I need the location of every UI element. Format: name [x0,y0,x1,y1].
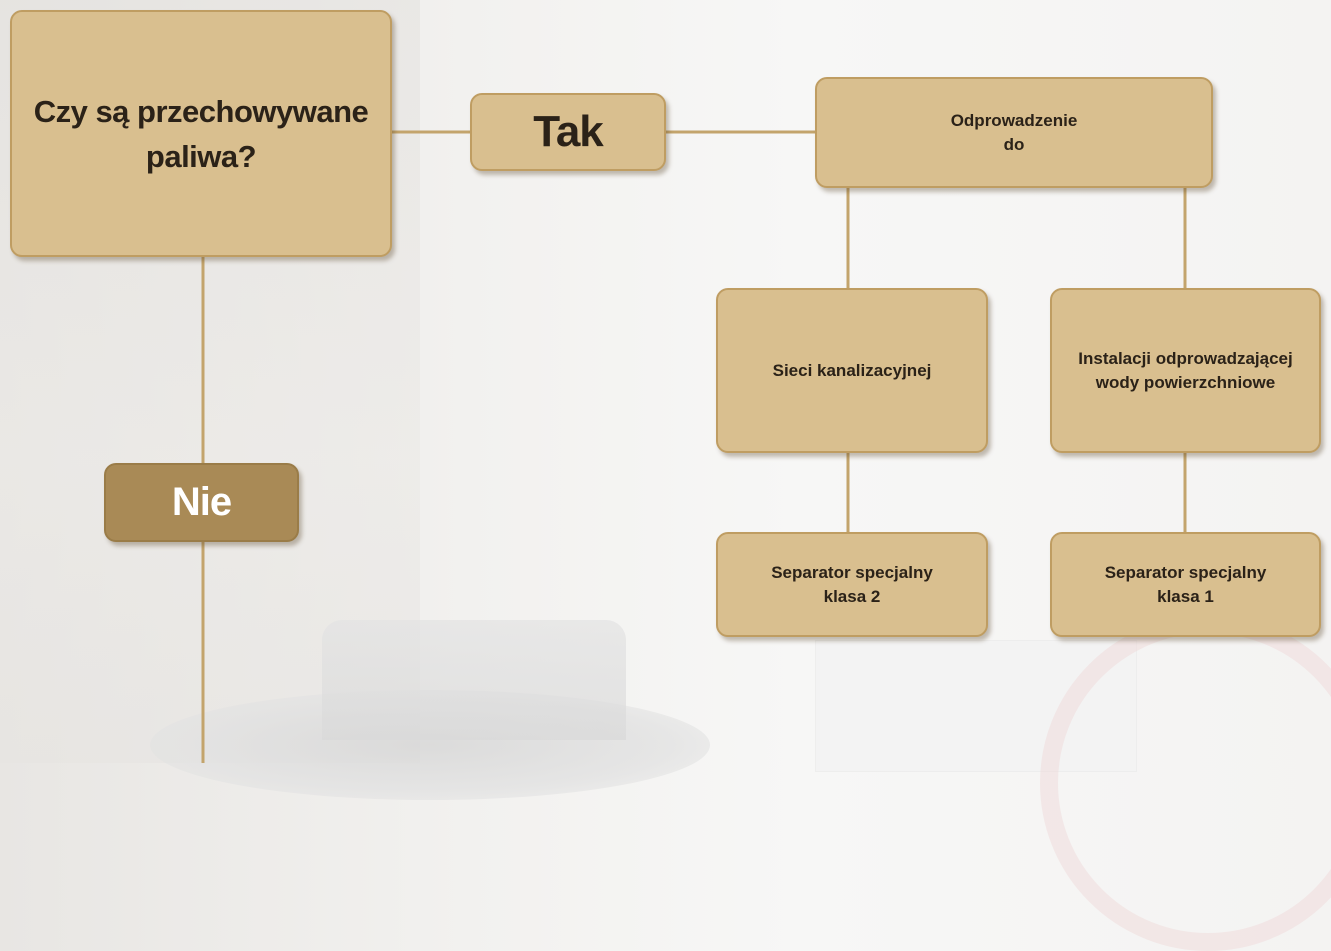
sewer-text: Sieci kanalizacyjnej [772,360,932,380]
separator-class2-text: Separator specjalny klasa 2 [771,562,933,606]
connector-lines [201,130,1187,763]
separator-class1-box: Separator specjalny klasa 1 [1050,532,1321,637]
yes-label: Tak [533,107,604,156]
sewer-box: Sieci kanalizacyjnej [716,288,988,453]
separator-class2-box: Separator specjalny klasa 2 [716,532,988,637]
no-label: Nie [171,480,232,524]
no-box: Nie [104,463,299,542]
surface-water-box: Instalacji odprowadzającej wody powierzc… [1050,288,1321,453]
discharge-box: Odprowadzenie do [815,77,1213,188]
yes-box: Tak [470,93,666,171]
separator-class1-text: Separator specjalny klasa 1 [1104,562,1267,606]
discharge-text: Odprowadzenie do [950,110,1078,154]
surface-water-text: Instalacji odprowadzającej wody powierzc… [1078,348,1293,392]
question-box: Czy są przechowywane paliwa? [10,10,392,257]
question-text: Czy są przechowywane paliwa? [33,93,369,174]
